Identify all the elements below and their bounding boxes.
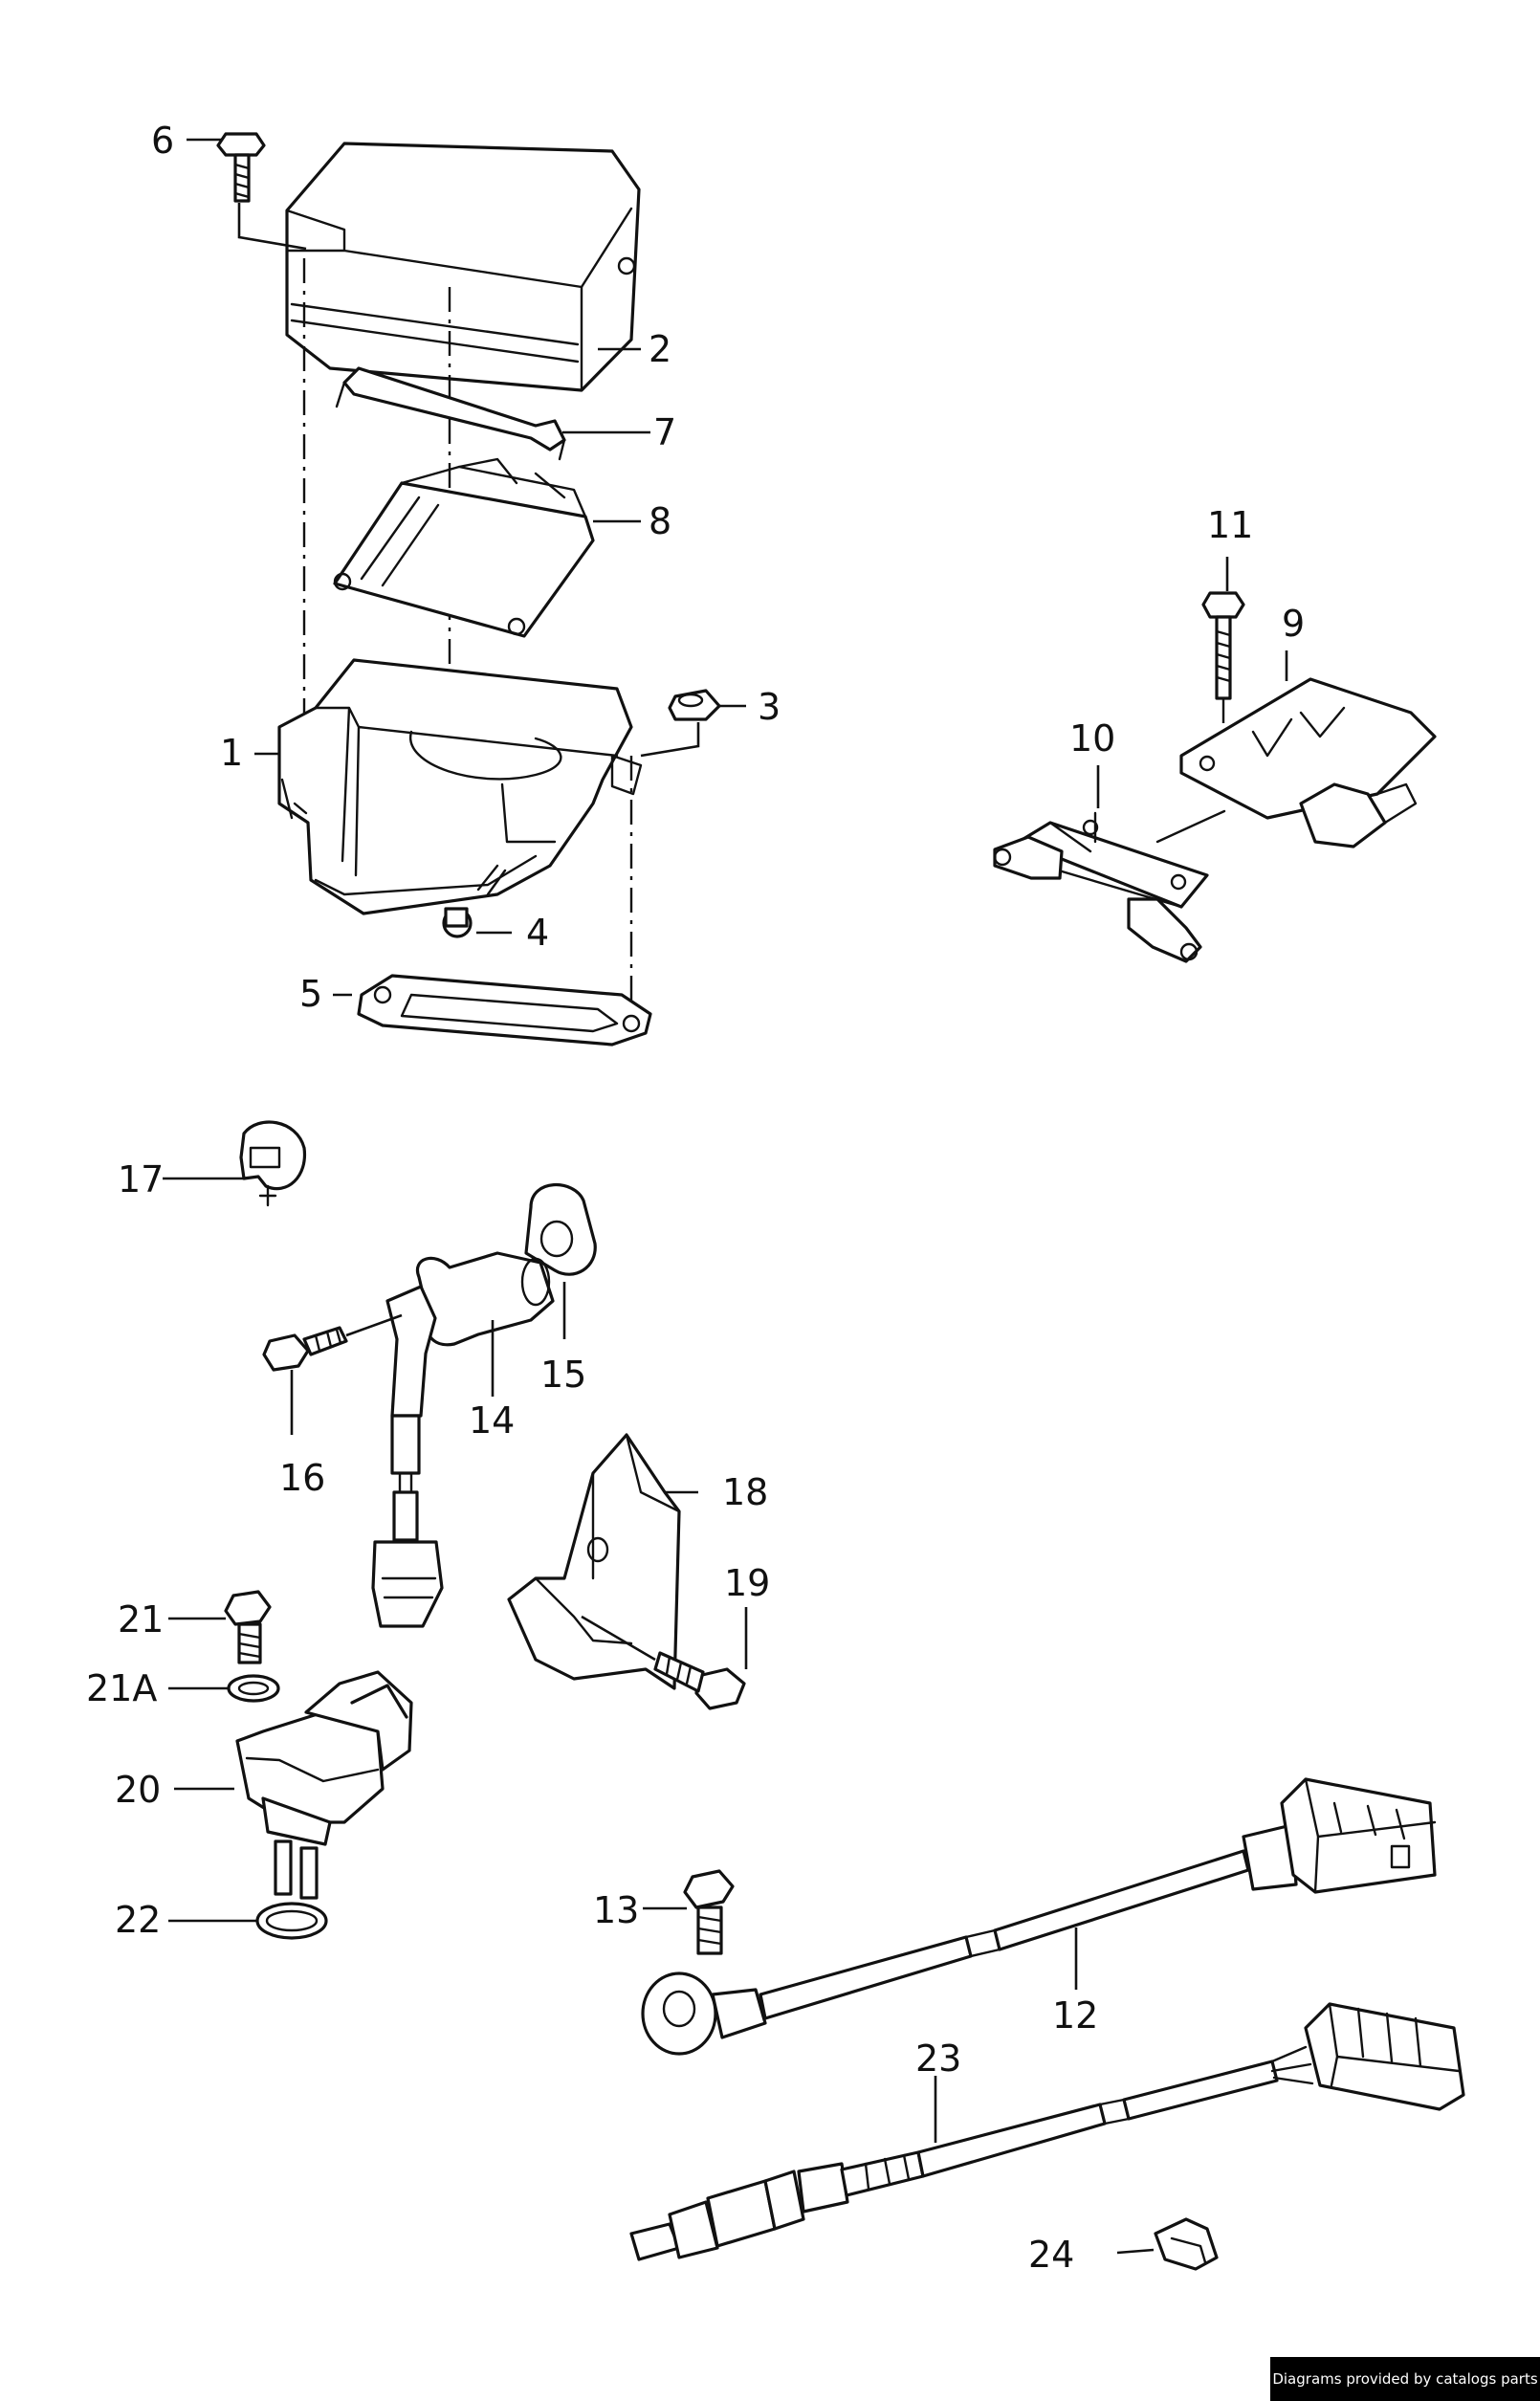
label-6: 6 bbox=[151, 120, 174, 162]
oring-part-22 bbox=[255, 1902, 328, 1940]
label-11: 11 bbox=[1207, 504, 1253, 546]
label-1: 1 bbox=[220, 732, 243, 774]
oring-part-21a bbox=[227, 1674, 280, 1703]
ecu-module-part-8 bbox=[333, 457, 595, 638]
bolt-part-13 bbox=[683, 1869, 735, 1955]
seal-part-15 bbox=[524, 1182, 597, 1276]
shield-part-18 bbox=[507, 1433, 681, 1690]
cover-part-2 bbox=[285, 142, 641, 392]
label-23: 23 bbox=[915, 2038, 961, 2080]
label-9: 9 bbox=[1282, 603, 1305, 645]
knock-sensor-part-12 bbox=[641, 1777, 1437, 2056]
label-20: 20 bbox=[115, 1769, 161, 1811]
credit-badge: Diagrams provided by catalogs parts bbox=[1270, 2357, 1540, 2401]
label-8: 8 bbox=[649, 500, 671, 542]
label-5: 5 bbox=[299, 973, 322, 1015]
gasket-part-5 bbox=[357, 974, 652, 1046]
housing-part-1 bbox=[277, 658, 643, 915]
oxygen-sensor-part-23 bbox=[629, 2002, 1465, 2261]
label-19: 19 bbox=[724, 1562, 770, 1604]
label-24: 24 bbox=[1028, 2234, 1074, 2276]
sensor-part-20 bbox=[235, 1670, 413, 1900]
label-18: 18 bbox=[722, 1471, 768, 1513]
label-22: 22 bbox=[115, 1899, 161, 1941]
label-13: 13 bbox=[593, 1889, 639, 1931]
sensor-part-14 bbox=[371, 1251, 555, 1628]
label-16: 16 bbox=[279, 1457, 325, 1499]
label-3: 3 bbox=[758, 686, 781, 728]
bracket-part-7 bbox=[335, 366, 566, 461]
clip-part-24 bbox=[1154, 2217, 1219, 2271]
bolt-part-19 bbox=[581, 1615, 746, 1710]
label-15: 15 bbox=[540, 1354, 586, 1396]
bolt-part-16 bbox=[262, 1313, 403, 1372]
module-part-9 bbox=[1179, 677, 1437, 848]
part-labels: 6 2 7 8 3 1 4 5 11 9 10 17 15 14 16 18 1… bbox=[86, 120, 1305, 2276]
clip-part-17 bbox=[239, 1120, 307, 1207]
bolt-part-6 bbox=[216, 132, 307, 251]
nut-part-3 bbox=[640, 689, 721, 758]
bracket-plate-part-10 bbox=[993, 809, 1226, 963]
sensor-part-4 bbox=[442, 864, 507, 938]
label-7: 7 bbox=[653, 411, 676, 453]
bolt-part-21 bbox=[224, 1590, 272, 1664]
label-21: 21 bbox=[118, 1598, 164, 1641]
label-14: 14 bbox=[469, 1399, 515, 1442]
leader-lines bbox=[163, 138, 1288, 2255]
label-21a: 21A bbox=[86, 1667, 157, 1709]
label-17: 17 bbox=[118, 1158, 164, 1200]
label-4: 4 bbox=[526, 912, 549, 954]
label-10: 10 bbox=[1069, 717, 1115, 760]
label-12: 12 bbox=[1052, 1994, 1098, 2037]
label-2: 2 bbox=[649, 328, 671, 370]
